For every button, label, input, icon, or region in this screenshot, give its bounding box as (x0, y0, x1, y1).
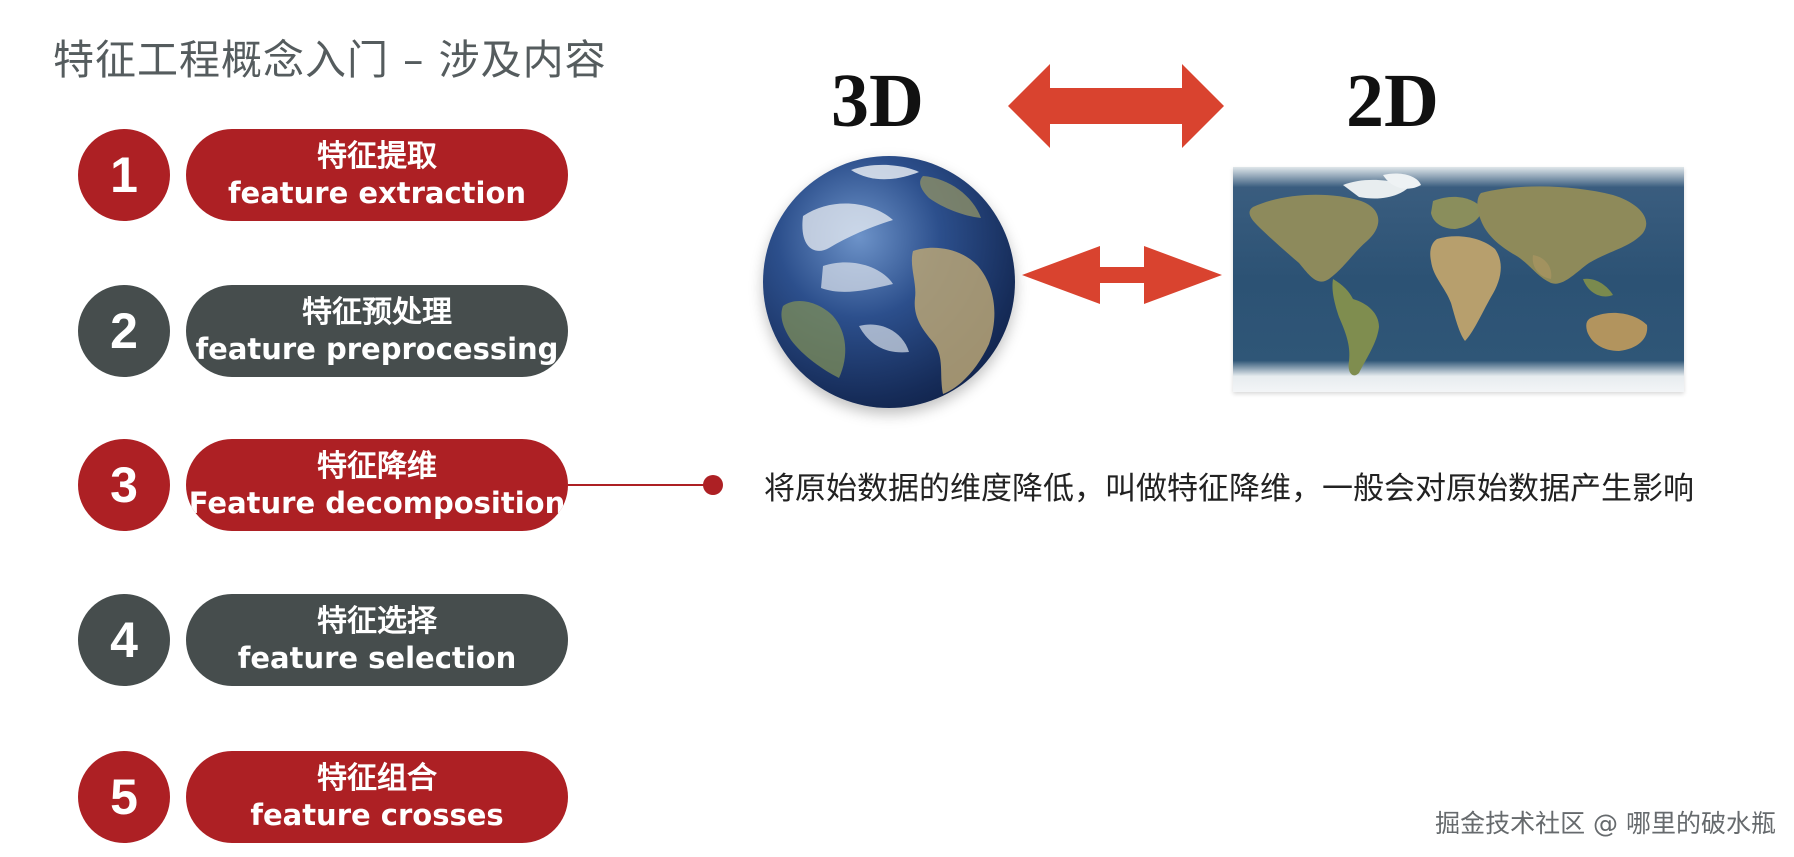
item-feature-selection: 4 特征选择 feature selection (78, 594, 568, 686)
globe-image (763, 156, 1015, 408)
item-label-en: feature preprocessing (195, 332, 559, 366)
item-label-zh: 特征降维 (317, 449, 437, 484)
item-label-en: feature extraction (227, 176, 527, 210)
item-feature-decomposition: 3 特征降维 Feature decomposition (78, 439, 568, 531)
item-feature-extraction: 1 特征提取 feature extraction (78, 129, 568, 221)
item-label-zh: 特征提取 (317, 139, 437, 174)
item-label-zh: 特征选择 (317, 604, 437, 639)
item-number: 1 (78, 129, 170, 221)
item-number: 3 (78, 439, 170, 531)
watermark: 掘金技术社区 @ 哪里的破水瓶 (1435, 809, 1776, 838)
item-label-en: feature crosses (250, 798, 504, 832)
item-label-en: feature selection (237, 641, 517, 675)
double-arrow-icon (1008, 64, 1224, 148)
label-2d: 2D (1346, 59, 1439, 143)
description-text: 将原始数据的维度降低，叫做特征降维，一般会对原始数据产生影响 (764, 471, 1694, 507)
connector-line (568, 484, 712, 486)
item-number: 4 (78, 594, 170, 686)
world-map-image (1233, 167, 1684, 392)
item-pill: 特征提取 feature extraction (186, 129, 568, 221)
item-feature-crosses: 5 特征组合 feature crosses (78, 751, 568, 843)
double-arrow-icon (1022, 246, 1222, 304)
label-3d: 3D (831, 59, 924, 143)
item-number: 2 (78, 285, 170, 377)
item-number: 5 (78, 751, 170, 843)
page-title: 特征工程概念入门 – 涉及内容 (53, 36, 607, 84)
item-label-zh: 特征预处理 (302, 295, 452, 330)
item-pill: 特征组合 feature crosses (186, 751, 568, 843)
item-pill: 特征选择 feature selection (186, 594, 568, 686)
item-label-en: Feature decomposition (188, 486, 566, 520)
connector-dot (703, 475, 723, 495)
item-pill: 特征降维 Feature decomposition (186, 439, 568, 531)
item-feature-preprocessing: 2 特征预处理 feature preprocessing (78, 285, 568, 377)
item-pill: 特征预处理 feature preprocessing (186, 285, 568, 377)
item-label-zh: 特征组合 (317, 761, 437, 796)
